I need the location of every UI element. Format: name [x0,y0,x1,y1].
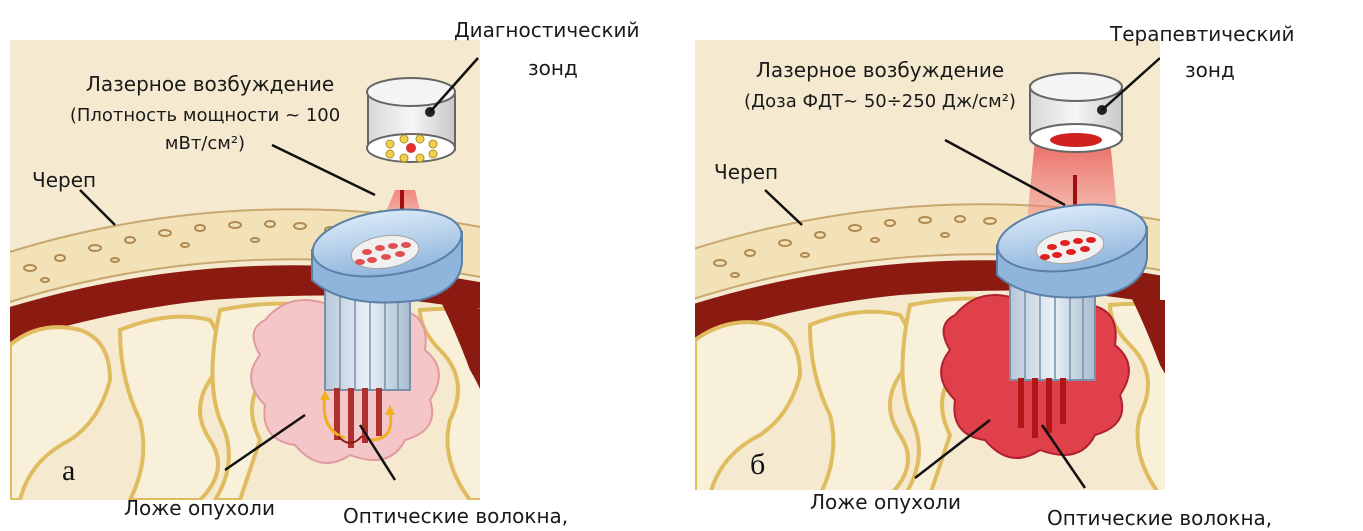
optical-fibers-label: Оптические волокна, [343,504,568,528]
label-tile [690,0,1070,36]
tumor-bed-label: Ложе опухоли [124,496,275,520]
panel-letter: а [62,454,75,488]
probe-label-line2: зонд [1185,58,1235,82]
skull-label: Череп [714,160,778,184]
probe-label: Терапевтический [1110,22,1294,46]
optical-fibers-label: Оптические волокна, [1047,506,1272,530]
probe-label-line2: зонд [528,56,578,80]
tumor-bed-label: Ложе опухоли [810,490,961,514]
label-tile [0,0,440,38]
diagnostic-probe [367,78,455,162]
panel-diagnostic: Диагностический зонд Лазерное возбуждени… [0,0,690,531]
excitation-title: Лазерное возбуждение [60,72,360,96]
skull-label: Череп [32,168,96,192]
panel-letter: б [750,448,765,482]
excitation-detail: (Доза ФДТ~ 50÷250 Дж/см²) [710,90,1050,114]
excitation-title: Лазерное возбуждение [730,58,1030,82]
excitation-detail: (Плотность мощности ~ 100 [40,104,370,128]
label-tile [520,0,690,300]
panel-therapeutic: Терапевтический зонд Лазерное возбуждени… [690,0,1363,531]
excitation-detail-unit: мВт/см²) [40,132,370,156]
probe-label: Диагностический [454,18,640,42]
